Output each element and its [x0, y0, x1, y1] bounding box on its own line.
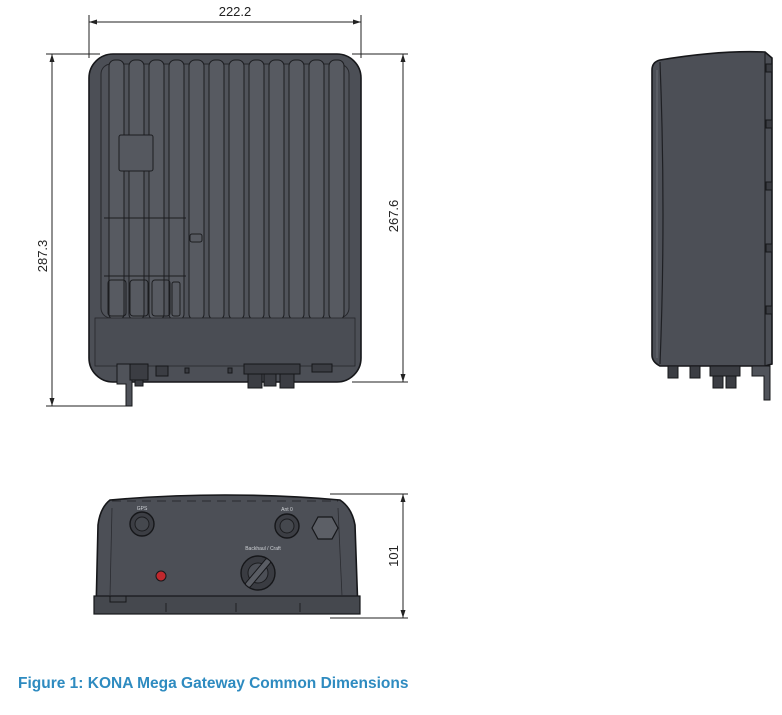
bottom-left-edge — [109, 507, 113, 597]
bottom-right-edge — [337, 507, 343, 597]
antenna-port-label: Ant 0 — [281, 507, 293, 513]
width-dimension — [88, 15, 362, 58]
total-height-dimension — [46, 53, 132, 407]
side-view — [651, 50, 773, 401]
body-height-dimension — [352, 53, 408, 383]
total-height-dimension-label: 287.3 — [35, 240, 50, 273]
bottom-housing — [95, 494, 359, 613]
backhaul-craft-port-label: Backhaul / Craft — [245, 546, 281, 552]
status-led — [155, 570, 167, 582]
front-fin-details — [104, 134, 203, 317]
bottom-base-screws — [165, 603, 301, 612]
bottom-view: 101 GPS Ant 0 Backhaul / Craft — [93, 493, 408, 619]
front-lower-band — [94, 317, 356, 367]
side-connectors — [667, 365, 741, 389]
antenna-port — [274, 513, 300, 539]
bottom-base-plate — [93, 595, 361, 615]
front-view: 222.2 287.3 267.6 — [35, 4, 408, 407]
depth-dimension — [330, 493, 408, 619]
figure-caption: Figure 1: KONA Mega Gateway Common Dimen… — [18, 675, 409, 692]
gps-port-label: GPS — [137, 506, 148, 512]
side-front-bezel — [659, 61, 664, 365]
side-housing — [651, 50, 773, 367]
width-dimension-label: 222.2 — [219, 4, 252, 19]
backhaul-craft-port — [240, 555, 276, 591]
gps-port — [129, 511, 155, 537]
depth-dimension-label: 101 — [386, 545, 401, 567]
body-height-dimension-label: 267.6 — [386, 200, 401, 233]
bottom-corner-step — [109, 596, 127, 603]
front-bottom-connectors — [116, 363, 333, 407]
vent-plug-icon — [311, 516, 339, 540]
front-cooling-fins — [108, 59, 345, 321]
side-mount-tabs — [751, 63, 773, 401]
